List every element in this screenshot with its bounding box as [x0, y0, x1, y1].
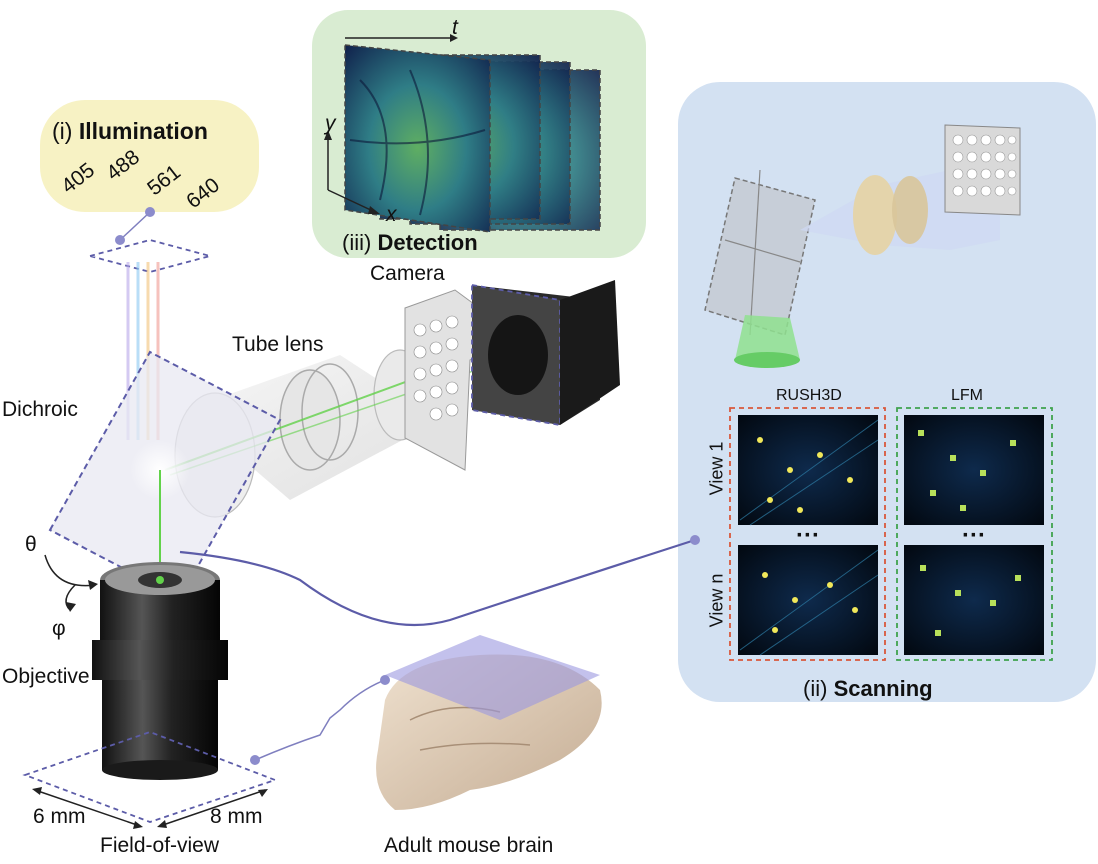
- axis-y-label: y: [325, 112, 336, 135]
- lfm-view1-image: [904, 415, 1044, 525]
- scanning-title-text: Scanning: [833, 676, 933, 701]
- scanning-title: (ii) Scanning: [803, 676, 933, 702]
- detection-title-text: Detection: [377, 230, 478, 255]
- tube-lens-label: Tube lens: [232, 333, 324, 356]
- phi-label: φ: [52, 617, 66, 640]
- frame-stack: [344, 44, 601, 233]
- rush3d-viewn-image: [738, 545, 878, 655]
- scanning-prefix: (ii): [803, 676, 828, 701]
- detection-prefix: (iii): [342, 230, 372, 255]
- rush3d-frame: [729, 407, 886, 661]
- detection-axes: [324, 34, 458, 214]
- fov-height-label: 8 mm: [210, 805, 263, 828]
- view-1-label: View 1: [706, 441, 727, 496]
- rush3d-ellipsis: ···: [796, 522, 820, 549]
- camera-label: Camera: [370, 262, 445, 285]
- rush3d-view1-image: [738, 415, 878, 525]
- rush3d-column-label: RUSH3D: [776, 387, 842, 404]
- illumination-anchor-dot: [145, 207, 155, 217]
- objective-label: Objective: [2, 665, 90, 688]
- camera: [404, 280, 620, 471]
- illumination-title: (i) Illumination: [52, 118, 208, 145]
- fov-width-label: 6 mm: [33, 805, 86, 828]
- illumination-prefix: (i): [52, 118, 73, 144]
- lfm-frame: [896, 407, 1053, 661]
- mouse-brain-label: Adult mouse brain: [384, 834, 554, 857]
- angle-arrows: [44, 554, 98, 612]
- axis-t-label: t: [452, 16, 458, 39]
- lfm-column-label: LFM: [951, 387, 983, 404]
- illumination-panel: [40, 100, 259, 245]
- illumination-title-text: Illumination: [78, 118, 208, 144]
- connectors: [179, 535, 700, 765]
- axis-x-label: x: [386, 203, 397, 226]
- mouse-brain: [376, 635, 602, 810]
- view-n-label: View n: [706, 573, 727, 628]
- scanning-optics: [704, 124, 1021, 368]
- dichroic-label: Dichroic: [2, 398, 78, 421]
- scanning-panel: [678, 82, 1096, 702]
- dichroic-mirror: [48, 350, 282, 600]
- theta-label: θ: [25, 533, 37, 556]
- detection-title: (iii) Detection: [342, 230, 478, 256]
- lfm-viewn-image: [904, 545, 1044, 655]
- detection-panel: [312, 10, 646, 258]
- objective: [92, 562, 228, 780]
- field-of-view-plane: [22, 731, 278, 829]
- lfm-ellipsis: ···: [962, 522, 986, 549]
- field-of-view-label: Field-of-view: [100, 834, 220, 857]
